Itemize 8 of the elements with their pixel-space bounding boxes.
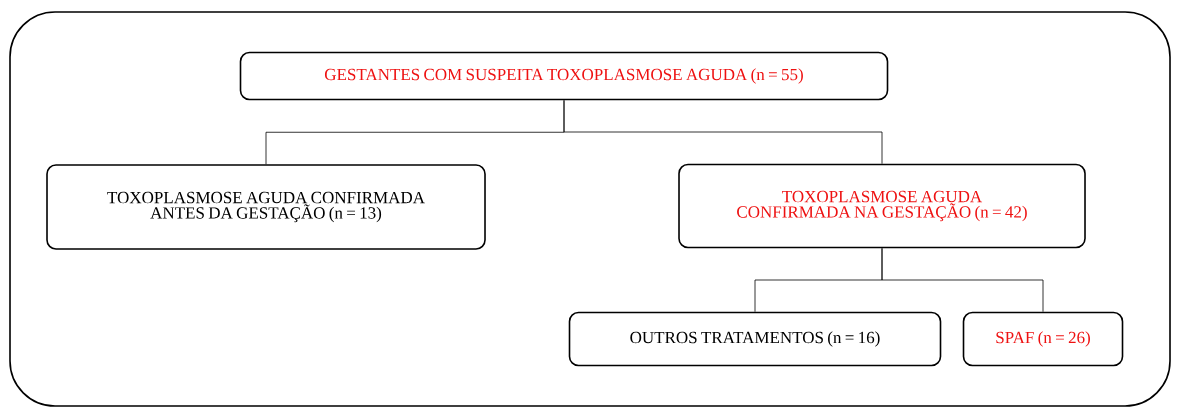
process-box: GESTANTES COM SUSPEITA TOXOPLASMOSE AGUDA (n = 55) [239,51,889,101]
connector-line [881,247,1044,313]
connector-line [563,99,883,165]
process-box: SPAF (n = 26) [962,311,1124,367]
process-box: OUTROS TRATAMENTOS (n = 16) [568,311,942,367]
process-box: TOXOPLASMOSE AGUDA CONFIRMADA ANTES DA GESTAÇÃO (n = 13) [46,164,486,250]
process-box: TOXOPLASMOSE AGUDA CONFIRMADA NA GESTAÇÃO (n = 42) [678,163,1086,249]
outer-frame [9,11,1171,407]
